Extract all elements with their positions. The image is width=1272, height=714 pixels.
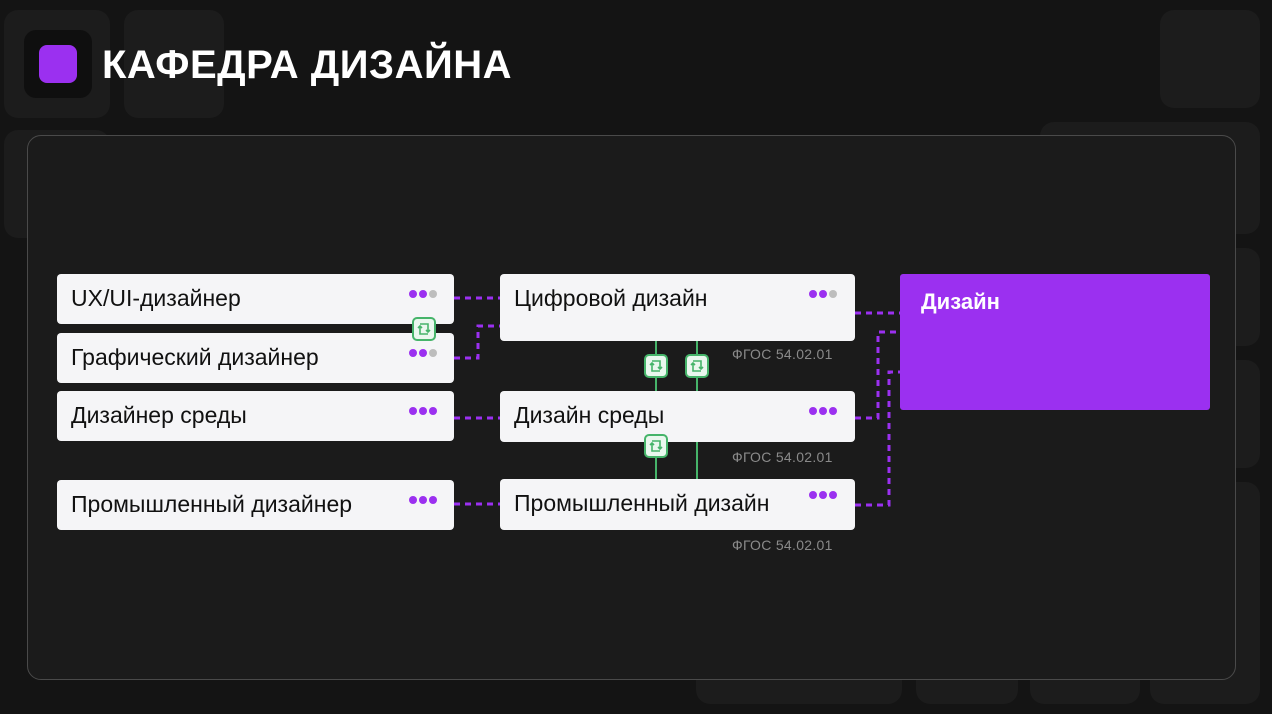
sync-icon — [685, 354, 709, 378]
link-graphic-digital — [454, 324, 500, 360]
level-dot — [409, 407, 417, 415]
level-dot — [419, 407, 427, 415]
program-label: Цифровой дизайн — [514, 285, 708, 311]
level-dots — [409, 290, 439, 317]
level-dot — [819, 491, 827, 499]
background-tile — [124, 10, 224, 118]
level-dots — [409, 496, 439, 523]
profession-label: Графический дизайнер — [71, 344, 319, 370]
level-dots — [809, 407, 839, 434]
program-card-environment-design[interactable]: Дизайн среды — [500, 391, 855, 442]
profession-card-industrial[interactable]: Промышленный дизайнер — [57, 480, 454, 530]
program-card-digital-design[interactable]: Цифровой дизайн — [500, 274, 855, 341]
level-dot — [409, 496, 417, 504]
profession-label: Дизайнер среды — [71, 402, 247, 428]
level-dot — [809, 407, 817, 415]
sync-icon — [644, 434, 668, 458]
level-dot — [429, 496, 437, 504]
level-dot — [429, 290, 437, 298]
level-dots — [409, 349, 439, 376]
profession-card-graphic[interactable]: Графический дизайнер — [57, 333, 454, 383]
level-dot — [819, 290, 827, 298]
target-card-design[interactable]: Дизайн — [900, 274, 1210, 410]
background-tile — [1160, 10, 1260, 108]
level-dot — [809, 290, 817, 298]
level-dot — [419, 290, 427, 298]
level-dot — [829, 290, 837, 298]
link-env-design — [855, 330, 900, 420]
fgos-code: ФГОС 54.02.01 — [732, 449, 833, 465]
level-dot — [419, 496, 427, 504]
program-label: Промышленный дизайн — [514, 490, 770, 516]
level-dot — [429, 407, 437, 415]
level-dot — [409, 349, 417, 357]
sync-icon — [644, 354, 668, 378]
program-label: Дизайн среды — [514, 402, 665, 428]
program-card-industrial-design[interactable]: Промышленный дизайн — [500, 479, 855, 530]
profession-label: UX/UI-дизайнер — [71, 285, 241, 311]
logo — [24, 30, 92, 98]
fgos-code: ФГОС 54.02.01 — [732, 346, 833, 362]
logo-square — [39, 45, 77, 83]
level-dots — [809, 491, 839, 518]
profession-card-ux-ui[interactable]: UX/UI-дизайнер — [57, 274, 454, 324]
level-dot — [429, 349, 437, 357]
level-dots — [409, 407, 439, 434]
level-dot — [819, 407, 827, 415]
profession-card-environment[interactable]: Дизайнер среды — [57, 391, 454, 441]
level-dot — [829, 407, 837, 415]
page-title: КАФЕДРА ДИЗАЙНА — [102, 43, 512, 87]
profession-label: Промышленный дизайнер — [71, 491, 353, 517]
level-dot — [829, 491, 837, 499]
target-label: Дизайн — [921, 289, 1000, 314]
sync-icon — [412, 317, 436, 341]
level-dot — [809, 491, 817, 499]
link-ind-design — [855, 370, 900, 507]
fgos-code: ФГОС 54.02.01 — [732, 537, 833, 553]
level-dots — [809, 290, 839, 317]
level-dot — [419, 349, 427, 357]
level-dot — [409, 290, 417, 298]
